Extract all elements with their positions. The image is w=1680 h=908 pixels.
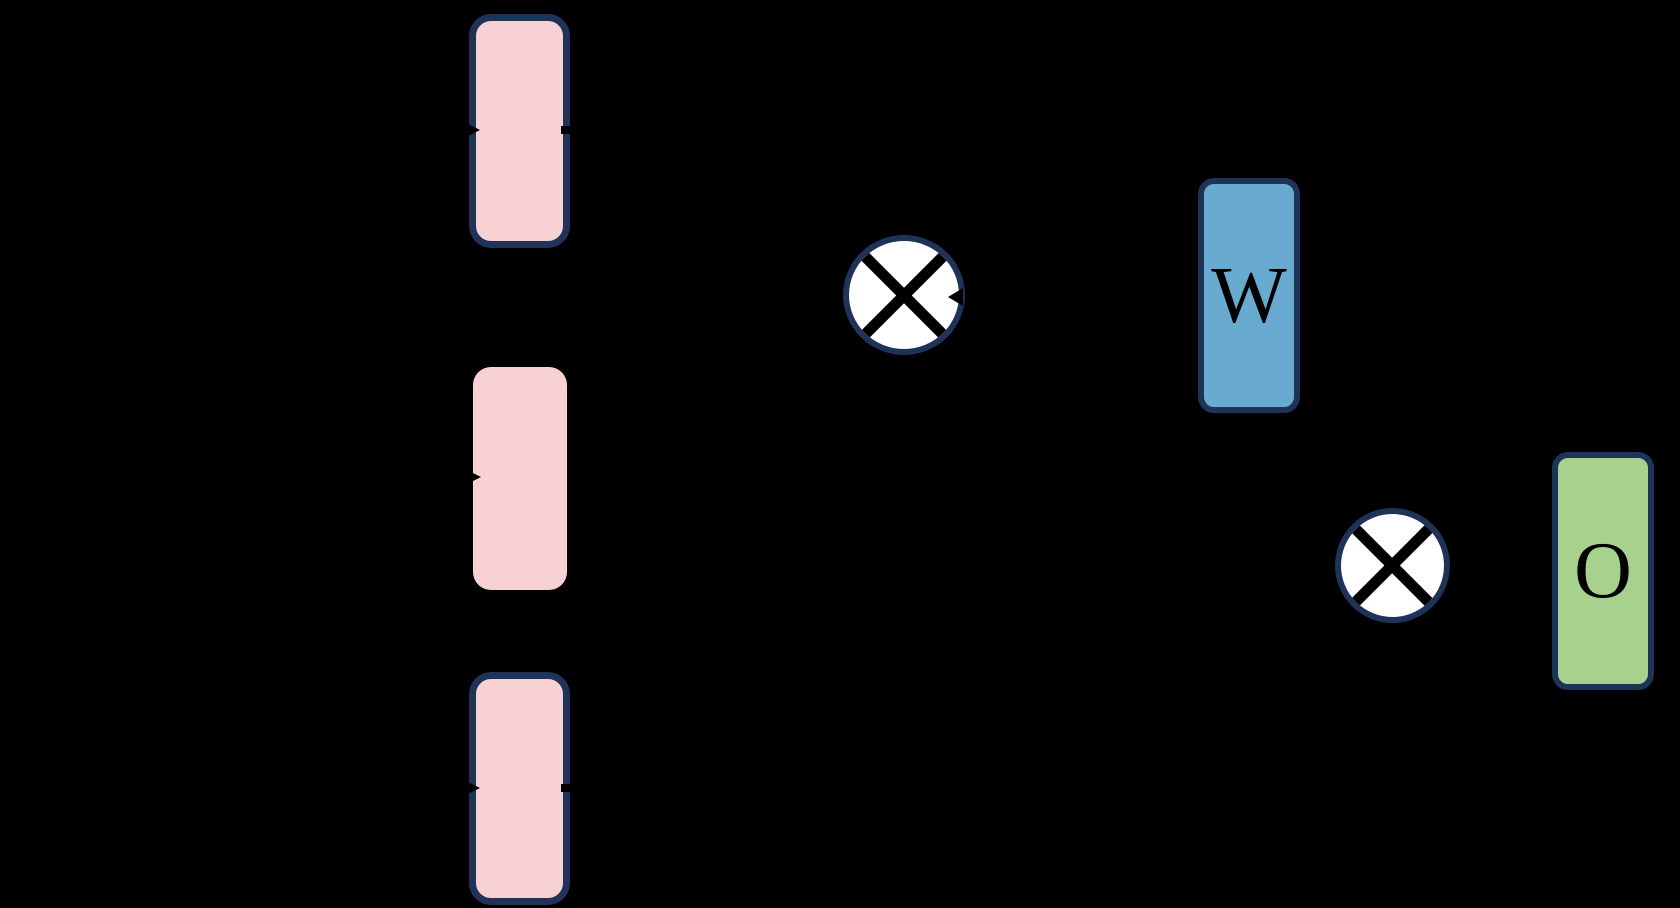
input-vector-3 — [469, 672, 570, 905]
arrowhead-icon-input-2 — [463, 468, 481, 486]
line-stub-icon-input-3-right — [561, 784, 573, 792]
input-vector-2 — [473, 367, 567, 590]
arrowhead-icon-input-3 — [462, 779, 480, 797]
weight-matrix-box: W — [1198, 178, 1300, 413]
arrowhead-icon-input-1 — [462, 121, 480, 139]
output-vector-box: O — [1552, 452, 1654, 690]
input-vector-1 — [469, 14, 570, 248]
weight-matrix-label: W — [1211, 251, 1287, 340]
output-vector-label: O — [1574, 527, 1632, 615]
multiply-operator-icon-1 — [843, 235, 965, 355]
line-stub-icon-operator-1-right — [948, 288, 963, 306]
line-stub-icon-input-1-right — [561, 126, 573, 134]
multiply-operator-icon-2 — [1335, 508, 1450, 623]
